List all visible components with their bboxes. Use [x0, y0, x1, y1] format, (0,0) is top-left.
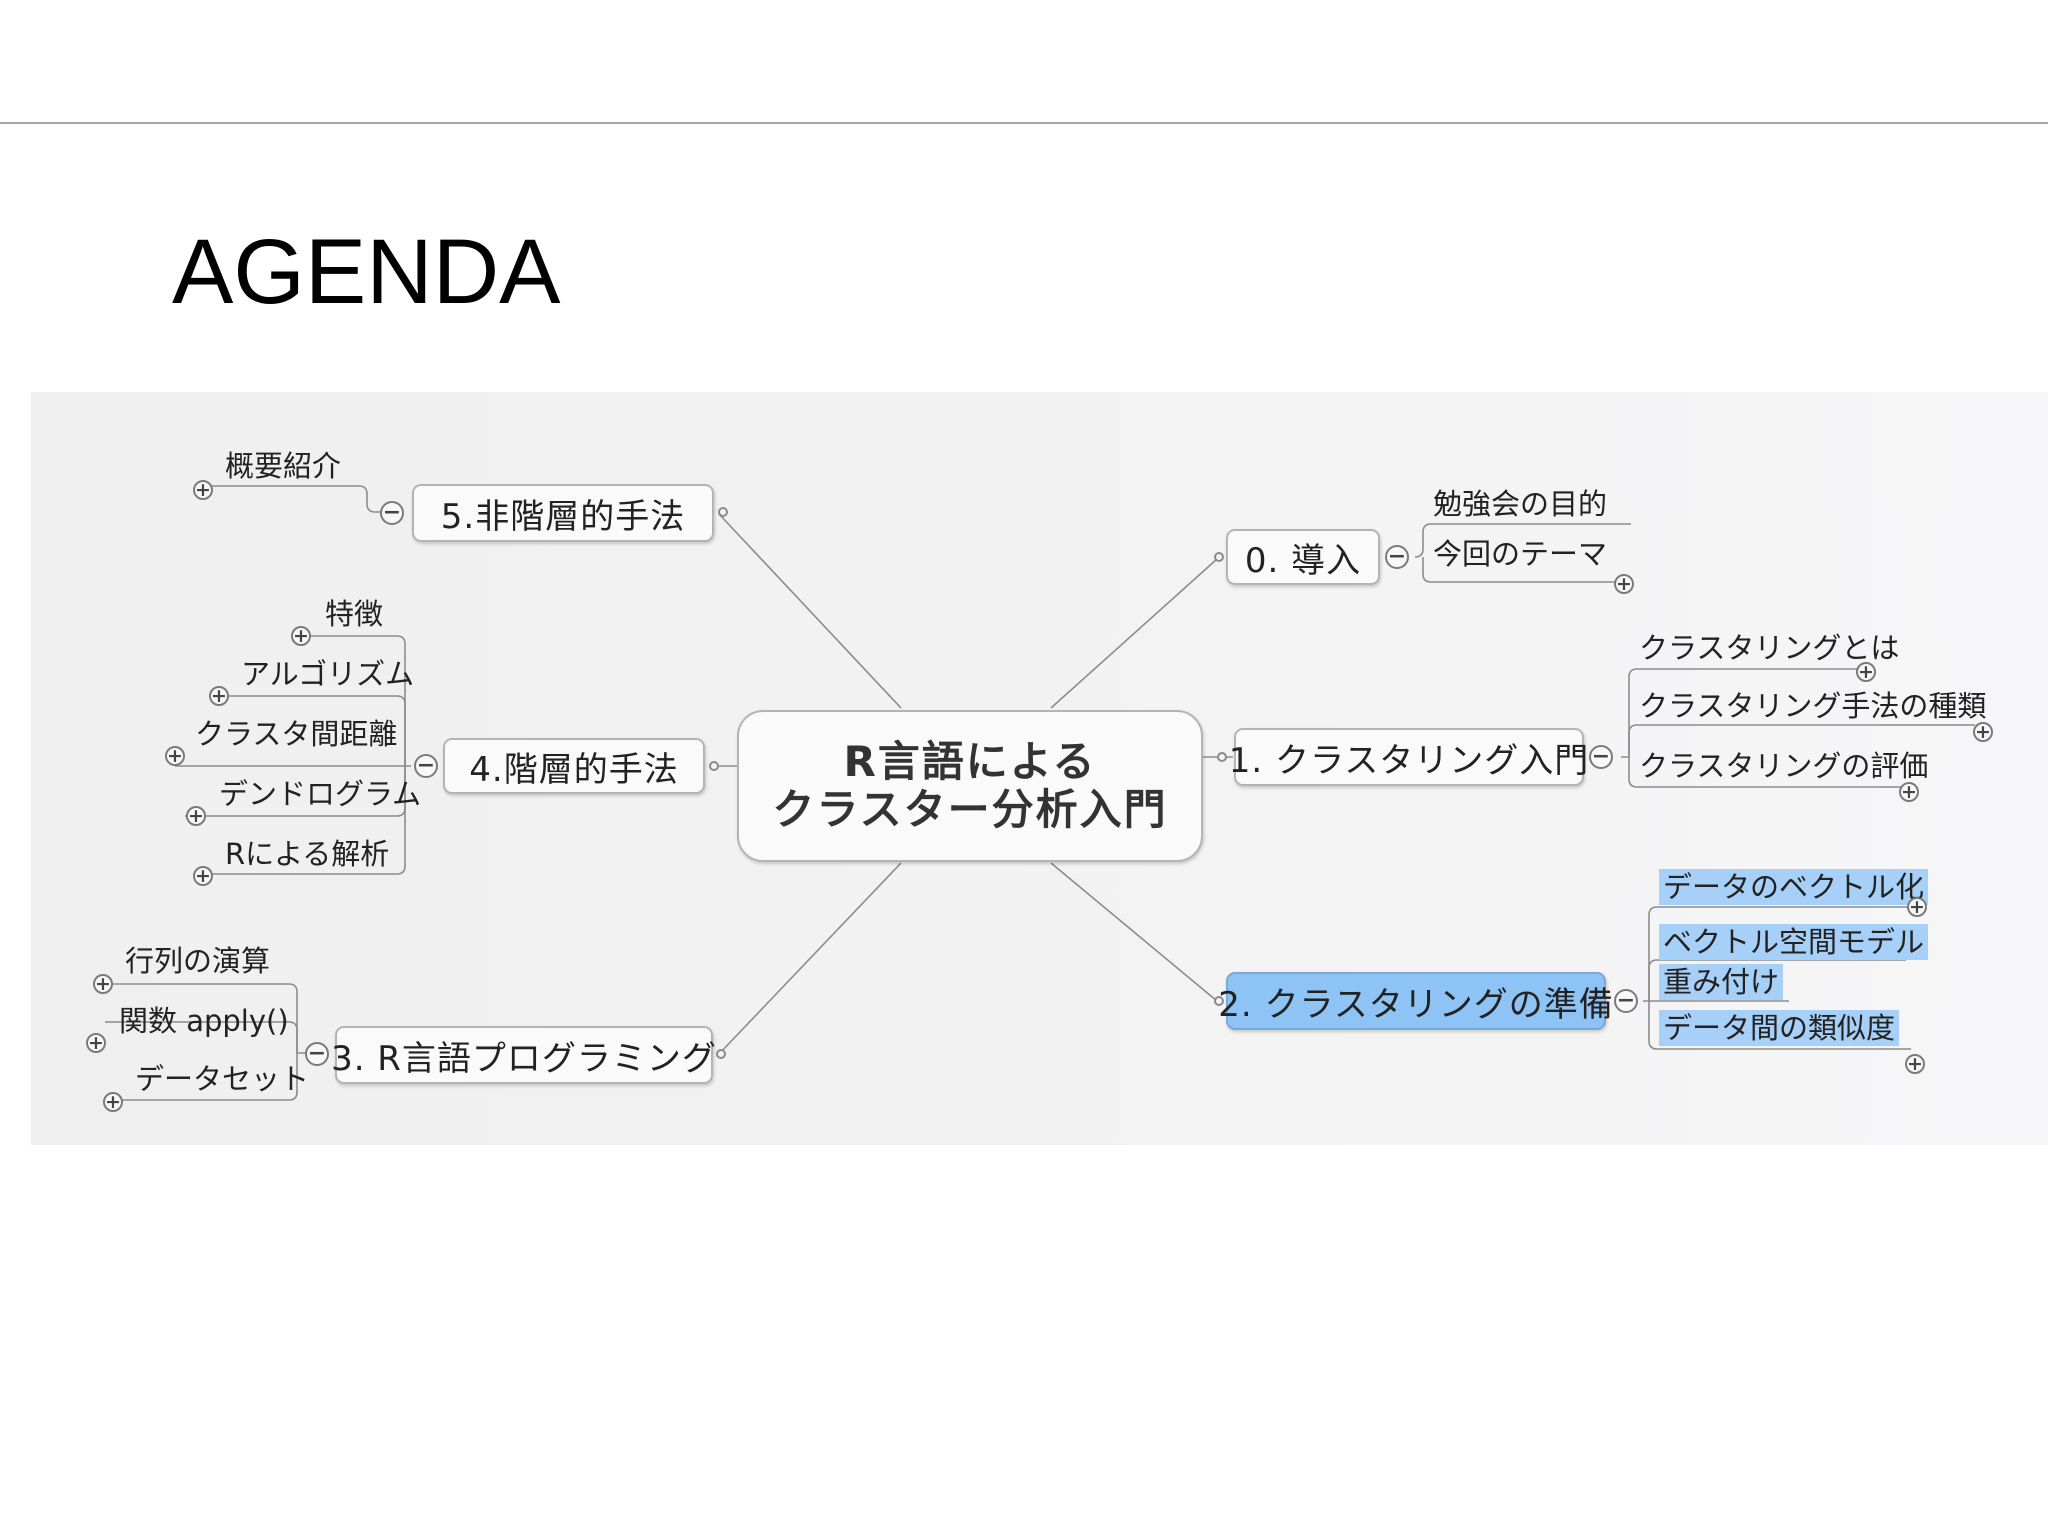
branch-0-collapse-toggle[interactable] [1385, 545, 1409, 569]
branch-5-item-0[interactable]: 概要紹介 [225, 449, 342, 483]
branch-4-item-3[interactable]: デンドログラム [219, 777, 422, 811]
line-b4-item0 [305, 635, 411, 767]
branch-0-anchor [1214, 552, 1224, 562]
line-b2-item1 [1648, 959, 1906, 1001]
line-b2-item3 [1648, 1001, 1911, 1050]
branch-3-item-0[interactable]: 行列の演算 [125, 944, 271, 978]
branch-5-node[interactable]: 5.非階層的手法 [412, 484, 714, 542]
branch-1-item-2-expand-toggle[interactable] [1899, 782, 1919, 802]
branch-3-item-1-expand-toggle[interactable] [86, 1033, 106, 1053]
branch-0-label: 0. 導入 [1244, 540, 1362, 581]
branch-2-item-3-expand-toggle[interactable] [1905, 1054, 1925, 1074]
line-b3-item0 [111, 983, 321, 1054]
branch-1-item-0[interactable]: クラスタリングとは [1639, 631, 1900, 665]
branch-2-node[interactable]: 2. クラスタリングの準備 [1218, 972, 1613, 1030]
branch-0-item-1-expand-toggle[interactable] [1614, 574, 1634, 594]
line-b0-item0 [1414, 523, 1631, 558]
branch-4-collapse-toggle[interactable] [414, 754, 438, 778]
branch-1-anchor [1217, 752, 1227, 762]
branch-1-item-1-expand-toggle[interactable] [1973, 722, 1993, 742]
branch-4-label: 4.階層的手法 [469, 749, 679, 790]
branch-5-anchor [718, 507, 728, 517]
branch-3-item-1[interactable]: 関数 apply() [119, 1004, 289, 1038]
line-b2-item0 [1643, 906, 1911, 1002]
branch-1-item-1[interactable]: クラスタリング手法の種類 [1639, 689, 1987, 723]
branch-2-collapse-toggle[interactable] [1614, 989, 1638, 1013]
branch-4-item-4[interactable]: Rによる解析 [225, 837, 390, 871]
branch-5-label: 5.非階層的手法 [440, 496, 686, 537]
branch-4-item-0[interactable]: 特徴 [325, 597, 384, 631]
branch-5-collapse-toggle[interactable] [380, 501, 404, 525]
branch-3-collapse-toggle[interactable] [305, 1042, 329, 1066]
branch-2-label: 2. クラスタリングの準備 [1218, 984, 1614, 1025]
branch-0-item-1[interactable]: 今回のテーマ [1433, 537, 1608, 571]
branch-1-node[interactable]: 1. クラスタリング入門 [1229, 728, 1588, 786]
branch-3-item-0-expand-toggle[interactable] [93, 974, 113, 994]
branch-3-node[interactable]: 3. R言語プログラミング [331, 1026, 716, 1084]
line-center-b3 [718, 862, 902, 1055]
branch-2-item-3[interactable]: データ間の類似度 [1659, 1010, 1900, 1046]
line-b3-item1 [105, 1021, 298, 1053]
line-b4-item4 [197, 766, 406, 875]
line-b1-item2 [1628, 757, 1901, 788]
line-center-b2 [1050, 862, 1218, 1002]
branch-4-item-2-expand-toggle[interactable] [165, 746, 185, 766]
central-topic-line1: R言語による [843, 737, 1097, 786]
branch-3-item-2-expand-toggle[interactable] [103, 1092, 123, 1112]
branch-4-item-2[interactable]: クラスタ間距離 [195, 717, 398, 751]
branch-3-item-2[interactable]: データセット [135, 1062, 310, 1096]
line-b4-item1 [221, 695, 406, 766]
central-topic-line2: クラスター分析入門 [772, 785, 1168, 834]
branch-1-item-0-expand-toggle[interactable] [1856, 662, 1876, 682]
branch-4-item-3-expand-toggle[interactable] [186, 806, 206, 826]
slide-title: AGENDA [172, 221, 561, 323]
line-b0-item1 [1422, 557, 1617, 583]
branch-0-node[interactable]: 0. 導入 [1226, 529, 1380, 585]
line-b5-item0 [207, 485, 381, 513]
branch-3-anchor [716, 1049, 726, 1059]
line-b1-item1 [1628, 724, 1975, 757]
branch-4-item-0-expand-toggle[interactable] [291, 626, 311, 646]
branch-2-anchor [1214, 996, 1224, 1006]
branch-4-node[interactable]: 4.階層的手法 [443, 738, 705, 794]
branch-2-item-2[interactable]: 重み付け [1659, 964, 1784, 1000]
branch-4-item-1-expand-toggle[interactable] [209, 686, 229, 706]
branch-4-item-1[interactable]: アルゴリズム [241, 657, 415, 691]
central-topic[interactable]: R言語による クラスター分析入門 [737, 710, 1203, 862]
branch-4-anchor [709, 761, 719, 771]
line-center-b5 [718, 513, 902, 709]
branch-2-item-0[interactable]: データのベクトル化 [1659, 869, 1929, 905]
branch-4-item-4-expand-toggle[interactable] [193, 866, 213, 886]
branch-1-collapse-toggle[interactable] [1589, 745, 1613, 769]
branch-2-item-0-expand-toggle[interactable] [1907, 897, 1927, 917]
header-rule [0, 122, 2048, 124]
connector-lines [105, 485, 1975, 1101]
branch-0-item-0[interactable]: 勉強会の目的 [1433, 487, 1608, 521]
branch-2-item-1[interactable]: ベクトル空間モデル [1659, 924, 1929, 960]
branch-5-item-0-expand-toggle[interactable] [193, 480, 213, 500]
branch-1-item-2[interactable]: クラスタリングの評価 [1639, 749, 1929, 783]
line-b3-item2 [113, 1053, 298, 1101]
mind-map: R言語による クラスター分析入門 5.非階層的手法 概要紹介 0. 導入 勉強会… [31, 392, 2048, 1145]
branch-1-label: 1. クラスタリング入門 [1228, 740, 1590, 781]
branch-3-label: 3. R言語プログラミング [331, 1038, 717, 1079]
line-center-b0 [1050, 558, 1218, 709]
